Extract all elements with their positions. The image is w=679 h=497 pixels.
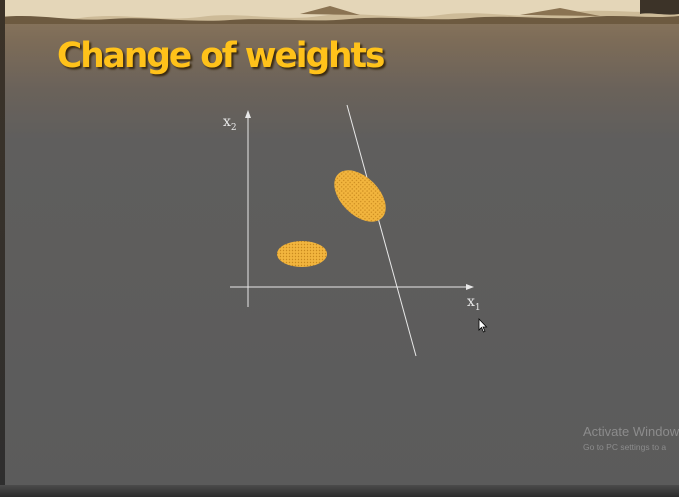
decision-boundary-line [346,104,417,357]
watermark-subtitle: Go to PC settings to a [583,442,667,452]
x-axis-label: x1 [467,294,481,313]
y-axis-arrow [245,110,251,118]
mouse-pointer-icon [478,318,488,333]
bottom-edge-strip [0,485,679,497]
page-title: Change of weights [57,36,385,76]
cluster-upper-right [334,170,386,222]
left-edge-strip [0,0,5,497]
activate-windows-watermark: Activate Window Go to PC settings to a [583,424,679,452]
landscape-banner [0,0,679,24]
y-axis-label: x2 [223,114,237,133]
watermark-title: Activate Window [583,424,679,439]
cluster-lower-left [277,241,327,267]
x-axis-arrow [466,284,474,290]
